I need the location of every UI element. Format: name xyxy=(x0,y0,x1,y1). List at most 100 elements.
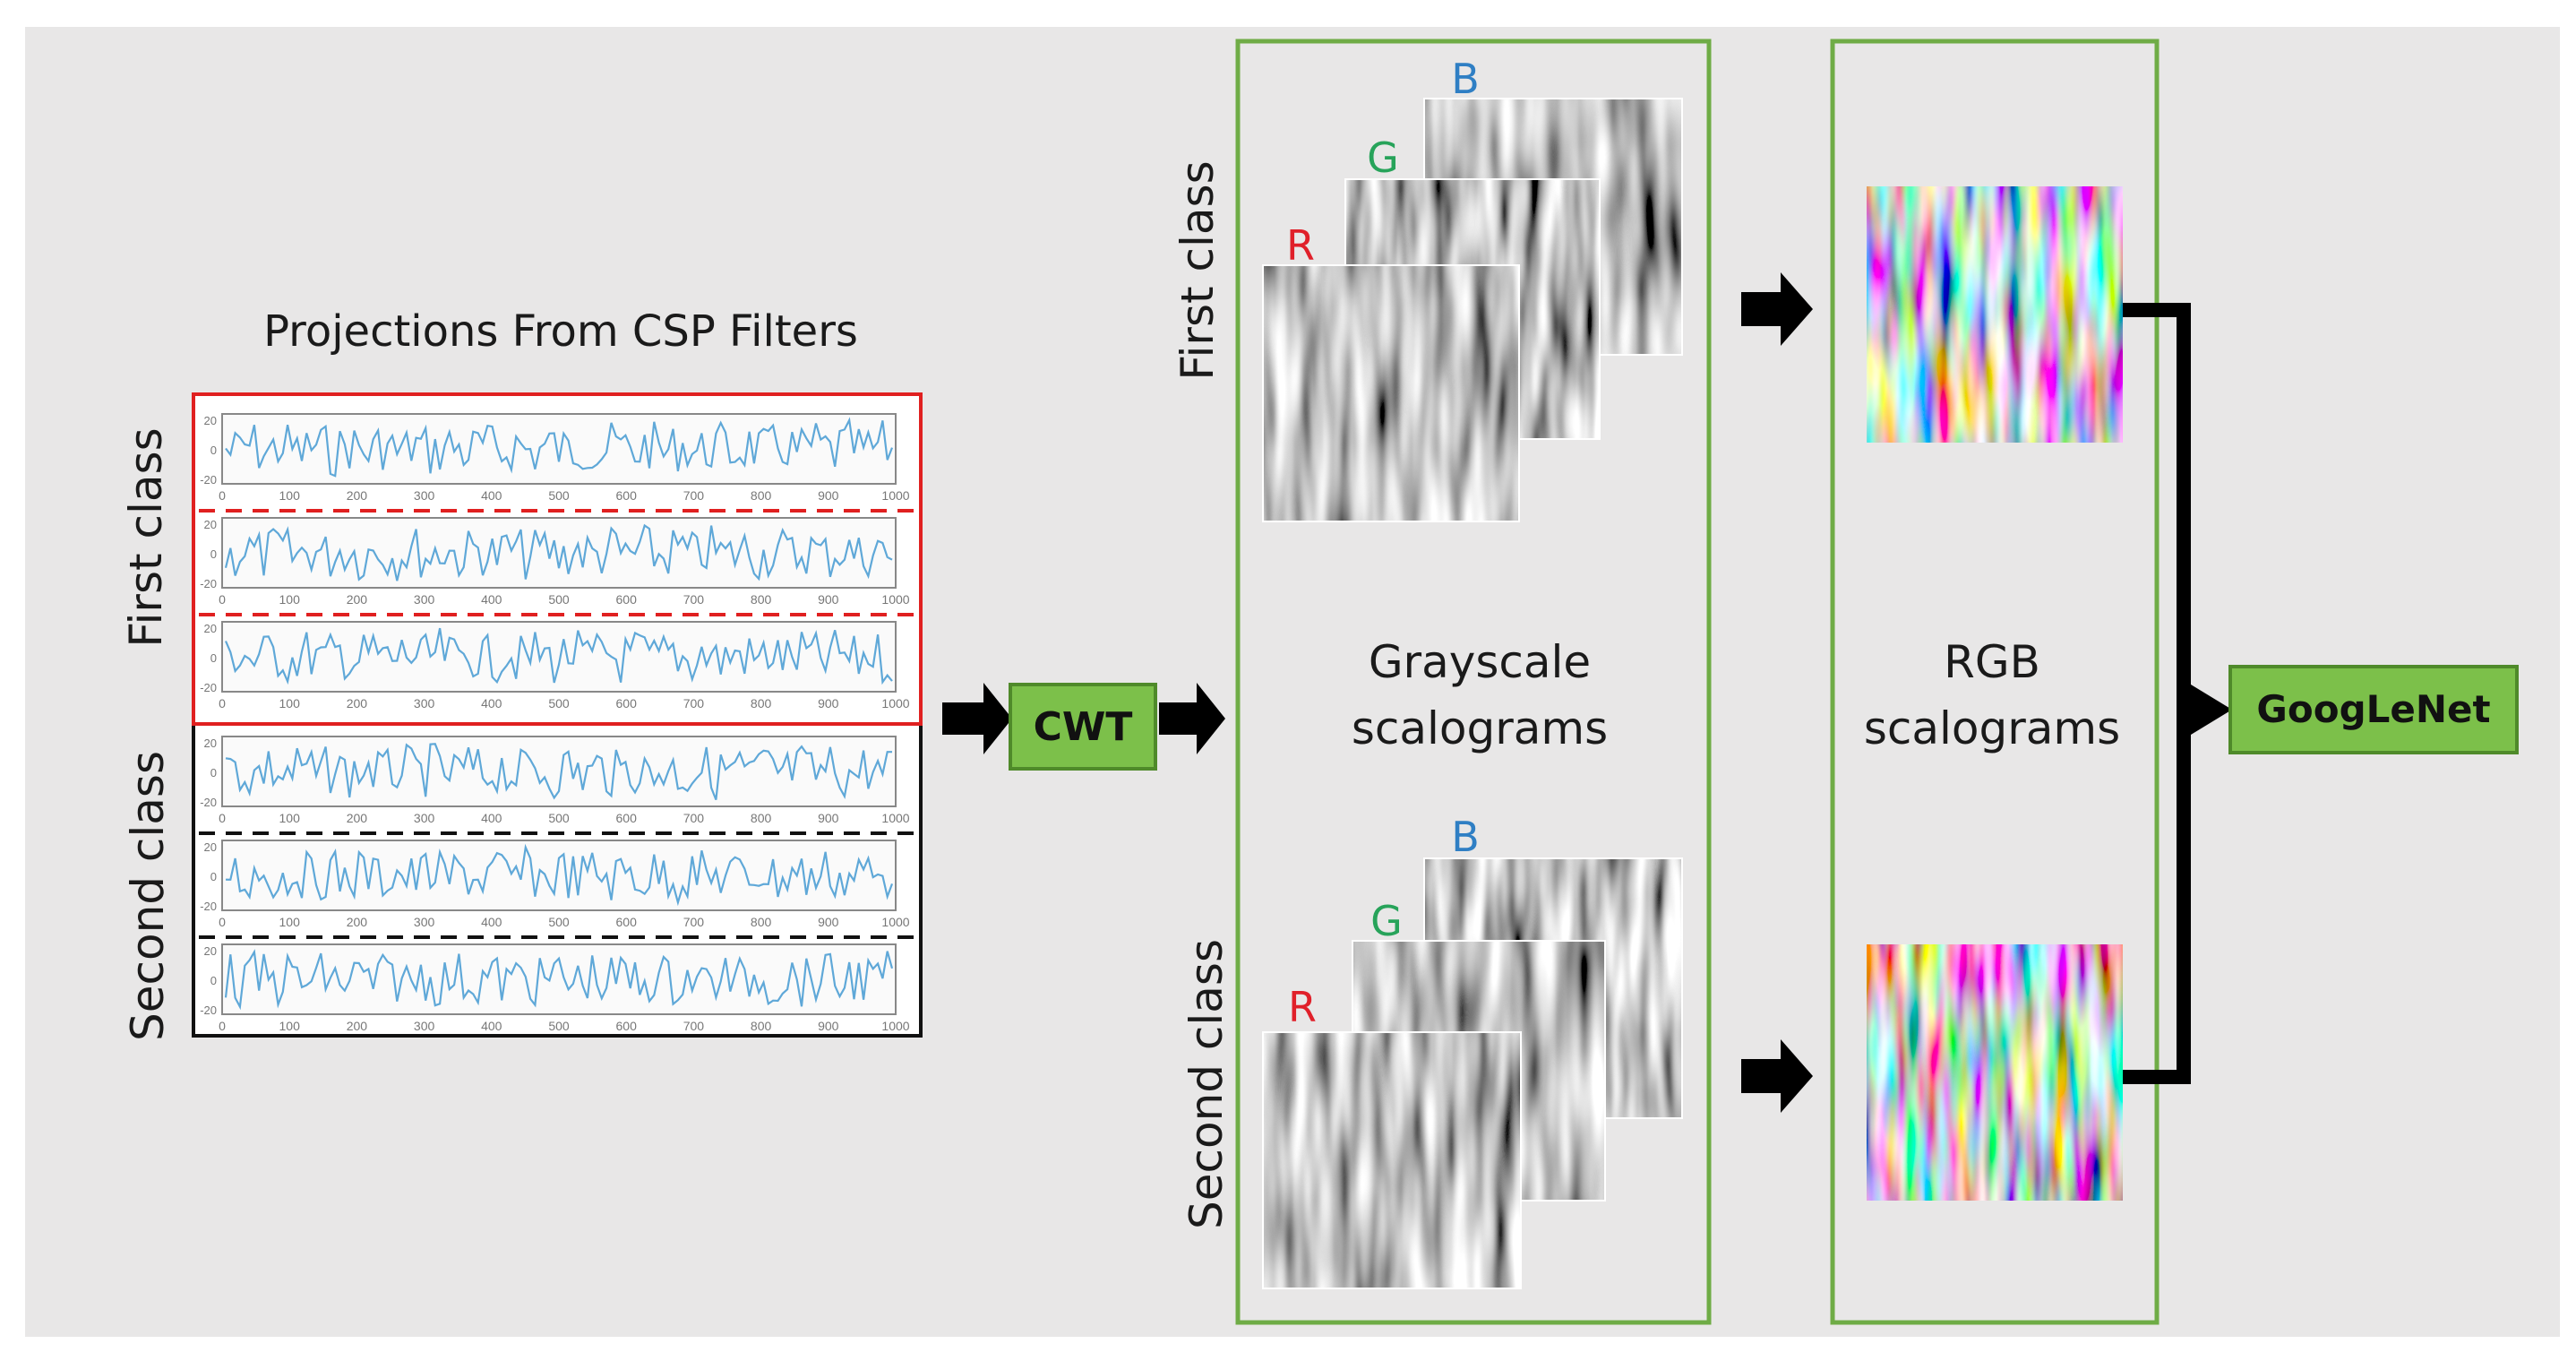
plot-frame xyxy=(221,621,897,693)
x-tick-label: 500 xyxy=(548,592,570,607)
x-tick-label: 100 xyxy=(279,592,301,607)
x-tick-label: 600 xyxy=(616,696,638,711)
channel-label-g-first: G xyxy=(1367,134,1399,182)
y-tick-label: -20 xyxy=(200,577,217,590)
x-tick-label: 800 xyxy=(751,592,772,607)
x-tick-label: 900 xyxy=(818,1019,839,1033)
x-tick-label: 1000 xyxy=(881,915,909,929)
signal-trace xyxy=(224,627,893,685)
x-tick-label: 700 xyxy=(683,1019,705,1033)
arrow-from-cwt xyxy=(1159,683,1225,754)
arrow-to-rgb-first xyxy=(1741,272,1813,346)
y-tick-label: -20 xyxy=(200,473,217,487)
y-tick-label: 0 xyxy=(210,766,217,780)
plot-frame xyxy=(221,943,897,1015)
x-tick-label: 300 xyxy=(414,1019,435,1033)
cwt-label: CWT xyxy=(1034,704,1133,750)
x-tick-label: 400 xyxy=(481,1019,502,1033)
x-tick-label: 400 xyxy=(481,696,502,711)
cwt-box: CWT xyxy=(1009,683,1157,771)
y-tick-label: -20 xyxy=(200,681,217,694)
y-tick-label: 20 xyxy=(204,622,217,635)
x-tick-label: 400 xyxy=(481,915,502,929)
x-tick-label: 100 xyxy=(279,915,301,929)
plot-frame xyxy=(221,413,897,485)
x-tick-label: 0 xyxy=(219,592,226,607)
x-tick-label: 300 xyxy=(414,488,435,503)
x-tick-label: 0 xyxy=(219,915,226,929)
signal-trace xyxy=(225,417,894,478)
grayscale-title-line1: Grayscale xyxy=(1369,636,1591,688)
x-tick-label: 600 xyxy=(616,915,638,929)
x-tick-label: 700 xyxy=(683,915,705,929)
y-tick-label: 0 xyxy=(210,651,217,665)
x-tick-label: 300 xyxy=(414,811,435,825)
y-tick-label: 20 xyxy=(204,414,217,427)
rgb-scalogram-first xyxy=(1867,186,2123,443)
x-tick-label: 200 xyxy=(347,811,368,825)
x-tick-label: 100 xyxy=(279,1019,301,1033)
arrow-to-cwt xyxy=(942,683,1012,754)
second-class-grayscale-stack: B G R xyxy=(1262,813,1683,1289)
x-tick-label: 800 xyxy=(751,1019,772,1033)
x-tick-label: 800 xyxy=(751,488,772,503)
x-tick-label: 0 xyxy=(219,811,226,825)
x-tick-label: 800 xyxy=(751,811,772,825)
rgb-box xyxy=(1830,39,2160,1325)
rgb-scalogram-second xyxy=(1867,944,2123,1201)
x-tick-label: 400 xyxy=(481,488,502,503)
x-tick-label: 700 xyxy=(683,488,705,503)
x-tick-label: 500 xyxy=(548,811,570,825)
x-tick-label: 500 xyxy=(548,488,570,503)
y-tick-label: 0 xyxy=(210,547,217,561)
channel-label-b-first: B xyxy=(1451,55,1480,103)
x-tick-label: 900 xyxy=(818,696,839,711)
x-tick-label: 1000 xyxy=(881,592,909,607)
x-tick-label: 1000 xyxy=(881,811,909,825)
x-tick-label: 700 xyxy=(683,811,705,825)
signal-trace xyxy=(225,843,894,907)
x-tick-label: 800 xyxy=(751,915,772,929)
rgb-title-line1: RGB xyxy=(1944,636,2040,688)
x-tick-label: 600 xyxy=(616,488,638,503)
x-tick-label: 600 xyxy=(616,1019,638,1033)
x-tick-label: 100 xyxy=(279,488,301,503)
x-tick-label: 0 xyxy=(219,488,226,503)
second-class-label-gray: Second class xyxy=(1181,939,1232,1229)
gray-channel-r-first xyxy=(1263,265,1519,521)
gray-channel-r-second xyxy=(1263,1032,1521,1288)
signal-trace xyxy=(224,523,893,581)
x-tick-label: 500 xyxy=(548,1019,570,1033)
y-tick-label: -20 xyxy=(200,900,217,913)
x-tick-label: 0 xyxy=(219,696,226,711)
plot-frame xyxy=(221,840,897,911)
x-tick-label: 600 xyxy=(616,811,638,825)
x-tick-label: 700 xyxy=(683,696,705,711)
x-tick-label: 300 xyxy=(414,696,435,711)
grayscale-box xyxy=(1235,39,1712,1325)
x-tick-label: 400 xyxy=(481,592,502,607)
rgb-title-line2: scalograms xyxy=(1864,702,2120,754)
y-tick-label: 0 xyxy=(210,444,217,457)
y-tick-label: 20 xyxy=(204,736,217,750)
y-tick-label: 20 xyxy=(204,944,217,958)
y-tick-label: 0 xyxy=(210,870,217,883)
channel-label-b-second: B xyxy=(1451,813,1480,861)
x-tick-label: 200 xyxy=(347,915,368,929)
y-tick-label: 0 xyxy=(210,974,217,987)
x-tick-label: 100 xyxy=(279,811,301,825)
signal-trace xyxy=(224,949,894,1011)
googlenet-label: GoogLeNet xyxy=(2256,687,2490,731)
y-tick-label: 20 xyxy=(204,518,217,531)
y-tick-label: -20 xyxy=(200,1004,217,1017)
x-tick-label: 100 xyxy=(279,696,301,711)
x-tick-label: 600 xyxy=(616,592,638,607)
y-tick-label: 20 xyxy=(204,840,217,854)
